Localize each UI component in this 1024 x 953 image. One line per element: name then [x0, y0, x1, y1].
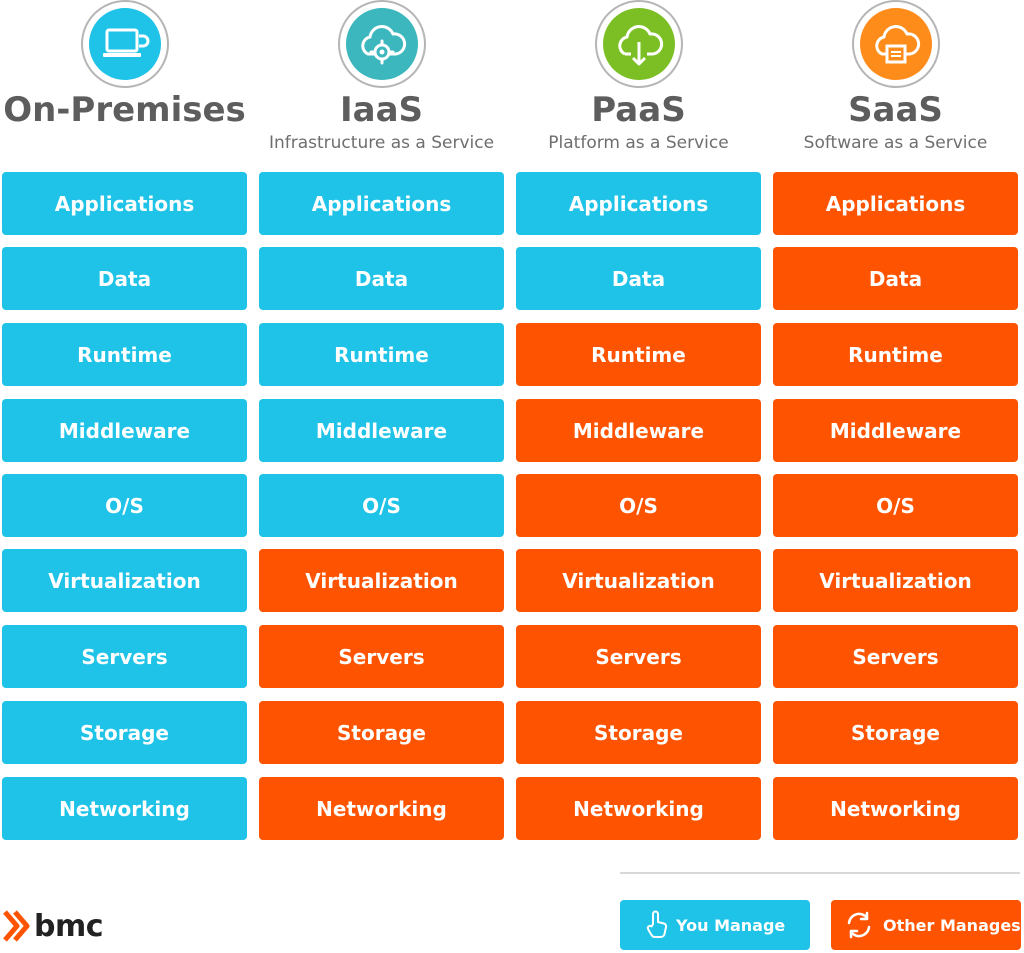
legend-you-manage: You Manage	[620, 900, 810, 950]
layer-storage: Storage	[2, 701, 247, 764]
layer-servers: Servers	[773, 625, 1018, 688]
layer-networking: Networking	[516, 777, 761, 840]
hand-pointer-icon	[646, 910, 668, 939]
layer-data: Data	[773, 247, 1018, 310]
layer-runtime: Runtime	[2, 323, 247, 386]
layer-networking: Networking	[259, 777, 504, 840]
layer-data: Data	[516, 247, 761, 310]
bmc-chevron-icon	[3, 910, 30, 942]
cloud-document-icon	[874, 25, 920, 64]
layer-runtime: Runtime	[773, 323, 1018, 386]
column-title: PaaS	[591, 90, 686, 130]
column-title: IaaS	[339, 90, 424, 130]
layer-virtualization: Virtualization	[773, 549, 1018, 612]
layer-virtualization: Virtualization	[2, 549, 247, 612]
cloud-gear-icon	[360, 25, 406, 65]
bmc-logo: bmc	[2, 904, 104, 948]
cloud-download-icon	[617, 25, 663, 66]
layer-applications: Applications	[2, 172, 247, 235]
layer-runtime: Runtime	[259, 323, 504, 386]
legend-other-manages: Other Manages	[831, 900, 1021, 950]
layer-middleware: Middleware	[2, 399, 247, 462]
paas-icon-circle	[594, 0, 683, 88]
layer-applications: Applications	[259, 172, 504, 235]
laptop-icon	[102, 28, 149, 57]
column-title: SaaS	[848, 90, 943, 130]
layer-storage: Storage	[516, 701, 761, 764]
layer-storage: Storage	[773, 701, 1018, 764]
layer-storage: Storage	[259, 701, 504, 764]
refresh-cycle-icon	[847, 911, 871, 939]
column-title: On-Premises	[3, 90, 246, 130]
layer-data: Data	[259, 247, 504, 310]
layer-o-s: O/S	[259, 474, 504, 537]
layer-virtualization: Virtualization	[259, 549, 504, 612]
layer-applications: Applications	[773, 172, 1018, 235]
layer-middleware: Middleware	[773, 399, 1018, 462]
legend-divider	[620, 872, 1020, 874]
legend-you-manage-label: You Manage	[676, 915, 786, 935]
layer-o-s: O/S	[516, 474, 761, 537]
legend-other-manages-label: Other Manages	[883, 915, 1021, 935]
layer-runtime: Runtime	[516, 323, 761, 386]
layer-applications: Applications	[516, 172, 761, 235]
layer-servers: Servers	[2, 625, 247, 688]
layer-servers: Servers	[259, 625, 504, 688]
layer-middleware: Middleware	[516, 399, 761, 462]
layer-networking: Networking	[2, 777, 247, 840]
layer-data: Data	[2, 247, 247, 310]
layer-networking: Networking	[773, 777, 1018, 840]
layer-middleware: Middleware	[259, 399, 504, 462]
bmc-wordmark: bmc	[34, 908, 104, 944]
column-subtitle: Platform as a Service	[548, 133, 729, 153]
column-subtitle: Software as a Service	[803, 133, 988, 153]
column-subtitle: Infrastructure as a Service	[268, 133, 495, 153]
iaas-icon-circle	[337, 0, 426, 88]
saas-icon-circle	[851, 0, 940, 88]
layer-o-s: O/S	[773, 474, 1018, 537]
layer-o-s: O/S	[2, 474, 247, 537]
on-premises-icon-circle	[80, 0, 169, 88]
layer-servers: Servers	[516, 625, 761, 688]
layer-virtualization: Virtualization	[516, 549, 761, 612]
